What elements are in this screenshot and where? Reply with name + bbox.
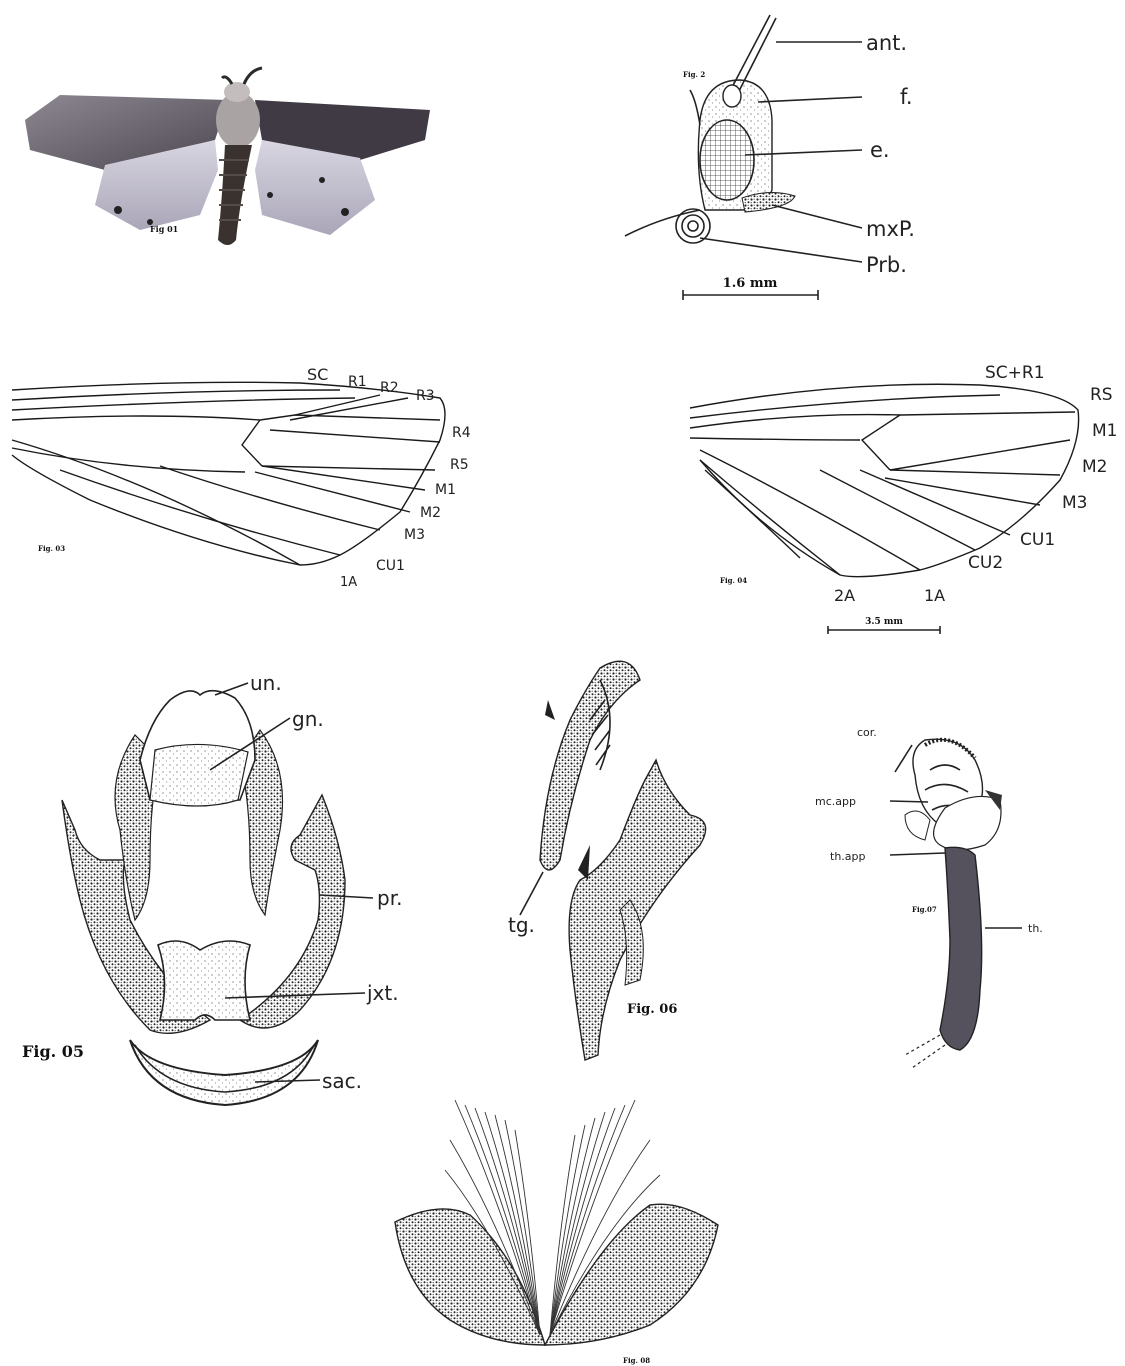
compound-eye [700,120,754,200]
svg-text:tg.: tg. [508,913,535,937]
fig02-caption: Fig. 2 [683,70,705,79]
fig07-caption: Fig.07 [912,905,937,914]
moth-head [224,82,250,102]
coremata-right-lobe [545,1204,718,1345]
fig04-caption: Fig. 04 [720,576,747,585]
svg-text:M1: M1 [1092,421,1117,441]
svg-text:mc.app: mc.app [815,795,856,808]
svg-text:sac.: sac. [322,1069,362,1093]
svg-text:1.6 mm: 1.6 mm [723,276,778,291]
svg-text:pr.: pr. [377,886,402,910]
svg-text:1A: 1A [340,575,357,590]
svg-text:SC: SC [307,365,328,384]
fig08-coremata: Fig. 08 [395,1100,718,1365]
svg-text:M2: M2 [420,505,441,521]
juxta [158,941,250,1020]
fig02-head-diagram: Fig. 2 ant. f. e. mxP. Prb. 1.6 mm [625,15,915,300]
label-ant: ant. [866,31,907,55]
label-e: e. [870,138,890,162]
fig03-forewing-venation: Fig. 03 SC R1 R2 R3 R4 R5 M1 M2 M3 CU1 1… [12,365,471,590]
svg-text:3.5 mm: 3.5 mm [865,617,903,627]
svg-text:1A: 1A [924,586,945,605]
fig08-caption: Fig. 08 [623,1356,650,1365]
fig06-caption: Fig. 06 [627,1002,677,1017]
fig01-caption: Fig 01 [150,224,178,234]
svg-text:CU1: CU1 [376,558,405,574]
svg-text:th.app: th.app [830,850,866,863]
fig01-moth-photo: Fig 01 [25,68,430,245]
svg-text:M3: M3 [404,527,425,543]
forewing-outline [12,382,445,565]
phallotheca [940,847,982,1050]
svg-text:gn.: gn. [292,707,324,731]
svg-text:jxt.: jxt. [366,981,399,1005]
svg-text:cor.: cor. [857,726,877,739]
moth-antennae [222,68,262,84]
label-prb: Prb. [866,253,907,277]
svg-text:CU1: CU1 [1020,530,1055,550]
svg-text:M3: M3 [1062,493,1087,513]
svg-text:CU2: CU2 [968,553,1003,573]
fig04-hindwing-venation: Fig. 04 SC+R1 RS M1 M2 M3 CU1 CU2 1A 2A … [690,363,1117,634]
fig04-scale-bar: 3.5 mm [828,617,940,634]
label-f: f. [900,85,913,109]
label-mxp: mxP. [866,217,915,241]
gnathos [150,744,248,806]
svg-text:SC+R1: SC+R1 [985,363,1045,383]
svg-text:M1: M1 [435,482,456,498]
fig07-aedeagus: cor. mc.app th.app th. Fig.07 [815,726,1043,1068]
fig02-scale-bar: 1.6 mm [683,276,818,300]
svg-text:R4: R4 [452,425,471,441]
fig05-genitalia: un. gn. pr. jxt. sac. Fig. 05 [22,671,402,1105]
svg-text:R1: R1 [348,374,367,390]
svg-text:R5: R5 [450,457,469,473]
fig05-caption: Fig. 05 [22,1042,84,1061]
svg-text:th.: th. [1028,922,1043,935]
svg-text:2A: 2A [834,586,855,605]
svg-text:M2: M2 [1082,457,1107,477]
fig03-caption: Fig. 03 [38,544,65,553]
svg-text:un.: un. [250,671,282,695]
svg-text:RS: RS [1090,385,1113,405]
svg-text:R2: R2 [380,380,399,396]
svg-text:R3: R3 [416,388,435,404]
fig06-genitalia-lateral: tg. Fig. 06 [508,661,706,1060]
